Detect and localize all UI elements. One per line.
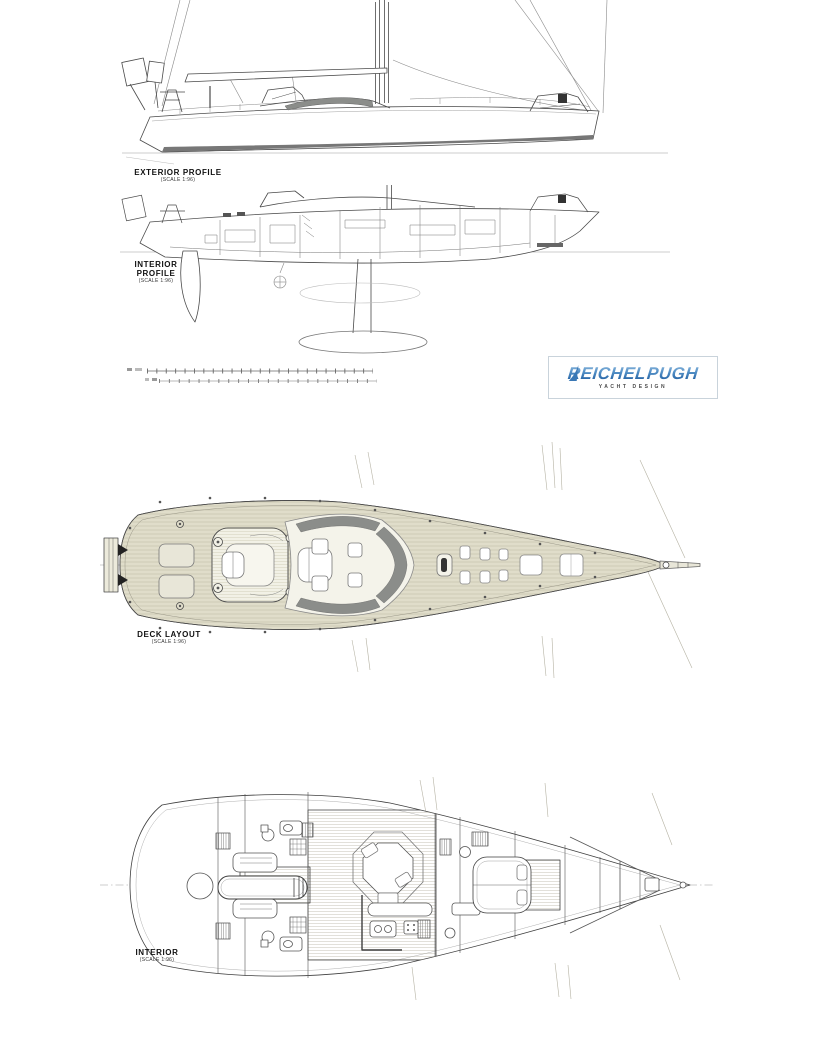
tinted-windows xyxy=(295,516,408,614)
scale-ruler-feet xyxy=(127,368,373,374)
coachroof-plan xyxy=(284,513,415,617)
stern-locker xyxy=(158,574,195,599)
exterior-profile-label: EXTERIOR PROFILE (SCALE 1:96) xyxy=(116,168,240,184)
mid-head xyxy=(444,831,489,939)
coachroof xyxy=(259,86,391,111)
rigging-marks xyxy=(411,776,681,1001)
forward-berth xyxy=(472,856,532,914)
scale-rulers xyxy=(127,368,377,383)
deck-layout-scale: (SCALE 1:96) xyxy=(151,639,187,646)
interior-plan-scale: (SCALE 1:96) xyxy=(139,957,175,964)
deck-hatch xyxy=(347,542,363,558)
mast-plan xyxy=(436,553,453,577)
head-compartment xyxy=(260,820,307,952)
deck-layout-label: DECK LAYOUT (SCALE 1:96) xyxy=(114,630,224,646)
interior-profile-scale: (SCALE 1:96) xyxy=(138,278,174,285)
sail-icon xyxy=(568,365,579,381)
interior-plan-label: INTERIOR (SCALE 1:96) xyxy=(122,948,192,964)
deck-hatch xyxy=(311,538,329,555)
deck-hatch xyxy=(347,572,363,588)
winch xyxy=(213,537,223,547)
deck-layout-drawing xyxy=(100,441,701,679)
interior-profile-drawing xyxy=(120,185,670,354)
rigging xyxy=(153,0,608,114)
keel xyxy=(298,258,428,354)
winch xyxy=(176,520,184,528)
exterior-profile-drawing xyxy=(121,0,668,165)
boot-stripe xyxy=(162,135,593,152)
propeller xyxy=(273,262,287,289)
keel-bulb-raised xyxy=(299,282,421,304)
foredeck-hatches xyxy=(459,545,584,585)
interior-plan-title: INTERIOR xyxy=(135,948,179,957)
logo-tagline: YACHT DESIGN xyxy=(598,384,668,390)
stern-gear xyxy=(121,57,211,113)
scale-ruler-meters xyxy=(145,378,377,383)
cockpit xyxy=(176,520,295,610)
stanchions xyxy=(128,496,597,634)
transom-platform xyxy=(103,537,128,593)
interior-profile-title-2: PROFILE xyxy=(136,269,176,279)
toe-rail xyxy=(124,505,657,625)
bowsprit xyxy=(659,560,701,570)
logo-brand-right: PUGH xyxy=(646,364,700,383)
deck-hatch xyxy=(311,575,329,592)
aft-berth xyxy=(232,852,278,919)
keel-bulb xyxy=(298,330,428,354)
interior-profile-title-1: INTERIOR xyxy=(134,260,178,269)
rudder xyxy=(180,250,201,323)
rigging-marks xyxy=(351,441,693,679)
bow-pulpit xyxy=(529,92,589,113)
reichel-pugh-logo: REICHEL PUGH YACHT DESIGN xyxy=(548,356,718,399)
deck-layout-title: DECK LAYOUT xyxy=(137,630,201,639)
lockers xyxy=(215,822,452,940)
exterior-profile-title: EXTERIOR PROFILE xyxy=(134,168,222,177)
dinette xyxy=(352,831,424,906)
interior-structure xyxy=(169,205,556,259)
aft-table xyxy=(186,872,214,900)
galley xyxy=(361,895,433,951)
keel-trunk xyxy=(217,875,308,900)
stern-locker xyxy=(158,543,195,568)
mast xyxy=(375,0,389,104)
exterior-profile-scale: (SCALE 1:96) xyxy=(160,177,196,184)
winch xyxy=(176,602,184,610)
forepeak xyxy=(569,836,687,934)
boom xyxy=(184,67,388,83)
interior-plan-drawing xyxy=(100,776,715,1001)
tinted-window xyxy=(284,97,374,111)
interior-profile-label: INTERIOR PROFILE (SCALE 1:96) xyxy=(120,260,192,285)
winch xyxy=(213,583,223,593)
